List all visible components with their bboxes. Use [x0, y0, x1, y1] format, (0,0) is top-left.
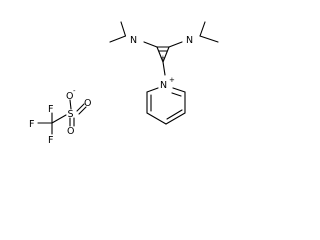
atom-s: S — [68, 109, 74, 120]
chemical-structure-diagram: N N N + + S O - O O F F F — [29, 21, 219, 146]
atom-f-left: F — [29, 119, 34, 130]
bond-right-n-ring — [168, 41, 183, 48]
bond-ring-pyridinium-n — [162, 61, 166, 76]
atom-n-right: N — [186, 35, 193, 46]
atom-o-bottom: O — [67, 126, 74, 137]
bond-ring-right — [162, 46, 170, 63]
bond-c-s — [51, 114, 67, 124]
atom-n-pyridinium: N — [160, 80, 167, 91]
cation-structure: N N N + + — [109, 21, 219, 125]
charge-pyridinium: + — [169, 76, 175, 84]
bond-left-n-methyl-2 — [109, 35, 127, 43]
bond-s-o-right-double — [78, 106, 87, 115]
bond-py-c4-c5-double — [166, 109, 183, 120]
bond-py-c3-c4 — [146, 112, 167, 125]
atom-f-bottom: F — [48, 135, 53, 146]
bond-py-c6-n — [172, 87, 186, 93]
bond-py-c4-c5 — [165, 112, 186, 125]
atom-n-left: N — [130, 35, 137, 46]
atom-o-right: O — [84, 98, 91, 109]
bond-py-n-c2 — [146, 87, 159, 93]
charge-triflate: - — [73, 87, 76, 95]
bond-py-c6-n-double — [171, 92, 182, 97]
atom-o-top: O — [66, 91, 73, 102]
bond-s-o-top — [69, 99, 72, 110]
atom-f-top: F — [48, 104, 53, 115]
bond-right-n-methyl-1 — [199, 21, 206, 37]
bond-ring-left — [156, 46, 164, 63]
bond-left-n-ring — [143, 41, 158, 48]
bond-s-o-right — [76, 103, 85, 112]
charge-cyclopropenium: + — [160, 54, 166, 62]
bond-right-n-methyl-2 — [199, 35, 219, 43]
triflate-anion-structure: S O - O O F F F — [29, 87, 91, 146]
bond-left-n-methyl-1 — [120, 21, 127, 37]
